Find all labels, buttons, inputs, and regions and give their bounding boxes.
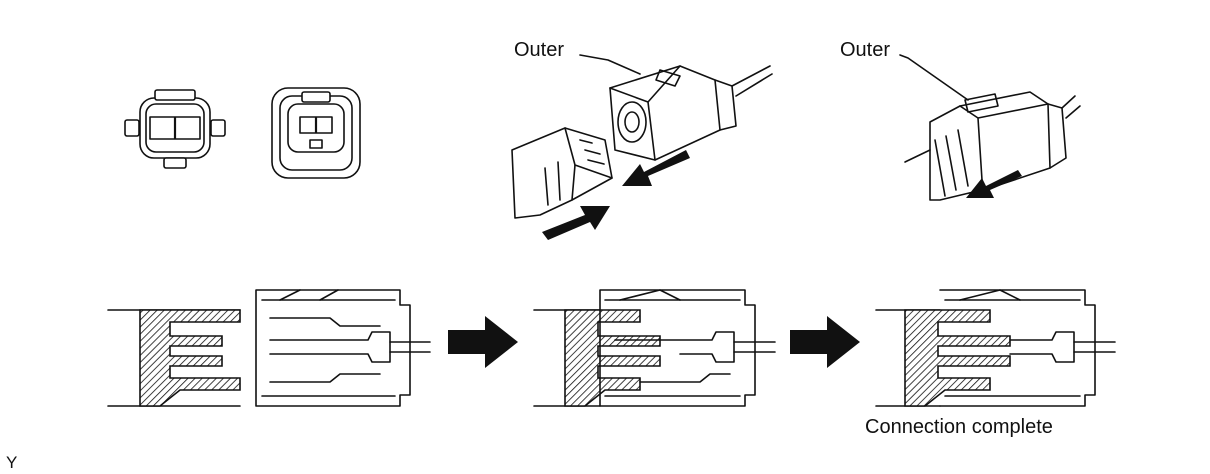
label-corner-mark: Y — [6, 453, 17, 472]
connector-front-view-female — [271, 87, 361, 179]
cross-section-stage-2 — [533, 289, 776, 407]
progress-arrow-1 — [448, 316, 518, 368]
progress-arrow-2 — [790, 316, 860, 368]
perspective-connecting-view — [511, 54, 773, 240]
perspective-connected-view — [899, 54, 1081, 201]
cross-section-stage-1 — [107, 289, 431, 407]
connector-front-view-male — [124, 89, 226, 169]
cross-section-stage-3 — [875, 289, 1116, 407]
label-outer-left: Outer — [514, 39, 564, 61]
label-connection-complete: Connection complete — [865, 416, 1053, 438]
label-outer-right: Outer — [840, 39, 890, 61]
